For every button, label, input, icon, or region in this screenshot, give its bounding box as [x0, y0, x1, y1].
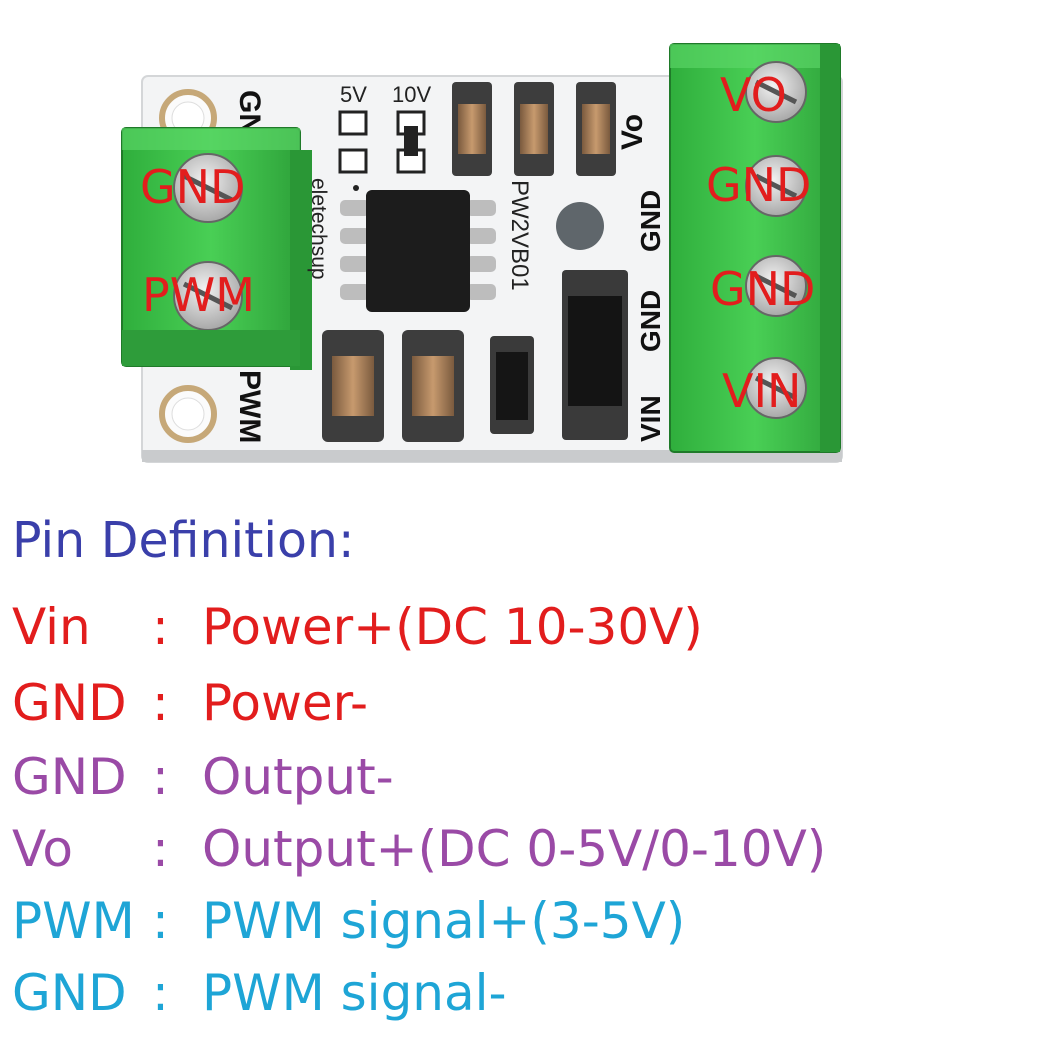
capacitor [402, 330, 464, 442]
pin-row: GND:Power- [12, 678, 368, 728]
pin-description: Output- [202, 748, 394, 806]
pcb-board-image: GND PWM eletechsup 5V 10V [121, 43, 843, 463]
led-indicator [556, 202, 604, 250]
pin-definition-heading: Pin Definition: [12, 512, 355, 569]
pin-row: PWM:PWM signal+(3-5V) [12, 896, 685, 946]
silk-5v: 5V [340, 82, 367, 107]
capacitor [576, 82, 616, 176]
overlay-right-vo: VO [720, 68, 787, 122]
pin-description: PWM signal+(3-5V) [202, 892, 686, 950]
overlay-left-gnd: GND [140, 160, 246, 214]
right-terminal-block [669, 43, 841, 453]
pin-name: GND [12, 674, 127, 732]
regulator [562, 270, 628, 440]
pin-separator: : [152, 892, 169, 950]
silk-right-vo: Vo [616, 114, 649, 150]
pin-separator: : [152, 820, 169, 878]
capacitor [514, 82, 554, 176]
pin-name: PWM [12, 892, 135, 950]
overlay-right-gnd-2: GND [710, 262, 816, 316]
pin-separator: : [152, 748, 169, 806]
overlay-left-pwm: PWM [142, 268, 255, 322]
pin-name: GND [12, 748, 127, 806]
pin-separator: : [152, 674, 169, 732]
ic-chip [340, 185, 496, 312]
silk-model: PW2VB01 [506, 180, 533, 291]
pin-row: GND:PWM signal- [12, 968, 507, 1018]
mounting-hole [159, 385, 217, 443]
overlay-right-gnd-1: GND [706, 158, 812, 212]
capacitor [452, 82, 492, 176]
overlay-right-vin: VIN [722, 364, 802, 418]
pin-description: Power- [202, 674, 369, 732]
pin-name: GND [12, 964, 127, 1022]
pin-description: PWM signal- [202, 964, 507, 1022]
pin-name: Vo [12, 820, 73, 878]
silk-right-gnd-2: GND [635, 290, 666, 352]
capacitor [322, 330, 384, 442]
pin-description: Power+(DC 10-30V) [202, 598, 703, 656]
pin-row: Vin:Power+(DC 10-30V) [12, 602, 703, 652]
pin-name: Vin [12, 598, 91, 656]
pin-description: Output+(DC 0-5V/0-10V) [202, 820, 827, 878]
silk-right-gnd-1: GND [635, 190, 666, 252]
silk-left-pwm: PWM [233, 370, 266, 443]
pin-row: Vo:Output+(DC 0-5V/0-10V) [12, 824, 826, 874]
pin-row: GND:Output- [12, 752, 394, 802]
diode [490, 336, 534, 434]
silk-brand: eletechsup [307, 178, 330, 280]
jumper-pad-5v [338, 110, 368, 136]
left-terminal-block [121, 127, 312, 370]
silk-right-vin: VIN [635, 395, 666, 442]
silk-10v: 10V [392, 82, 431, 107]
pin-separator: : [152, 964, 169, 1022]
pin-separator: : [152, 598, 169, 656]
